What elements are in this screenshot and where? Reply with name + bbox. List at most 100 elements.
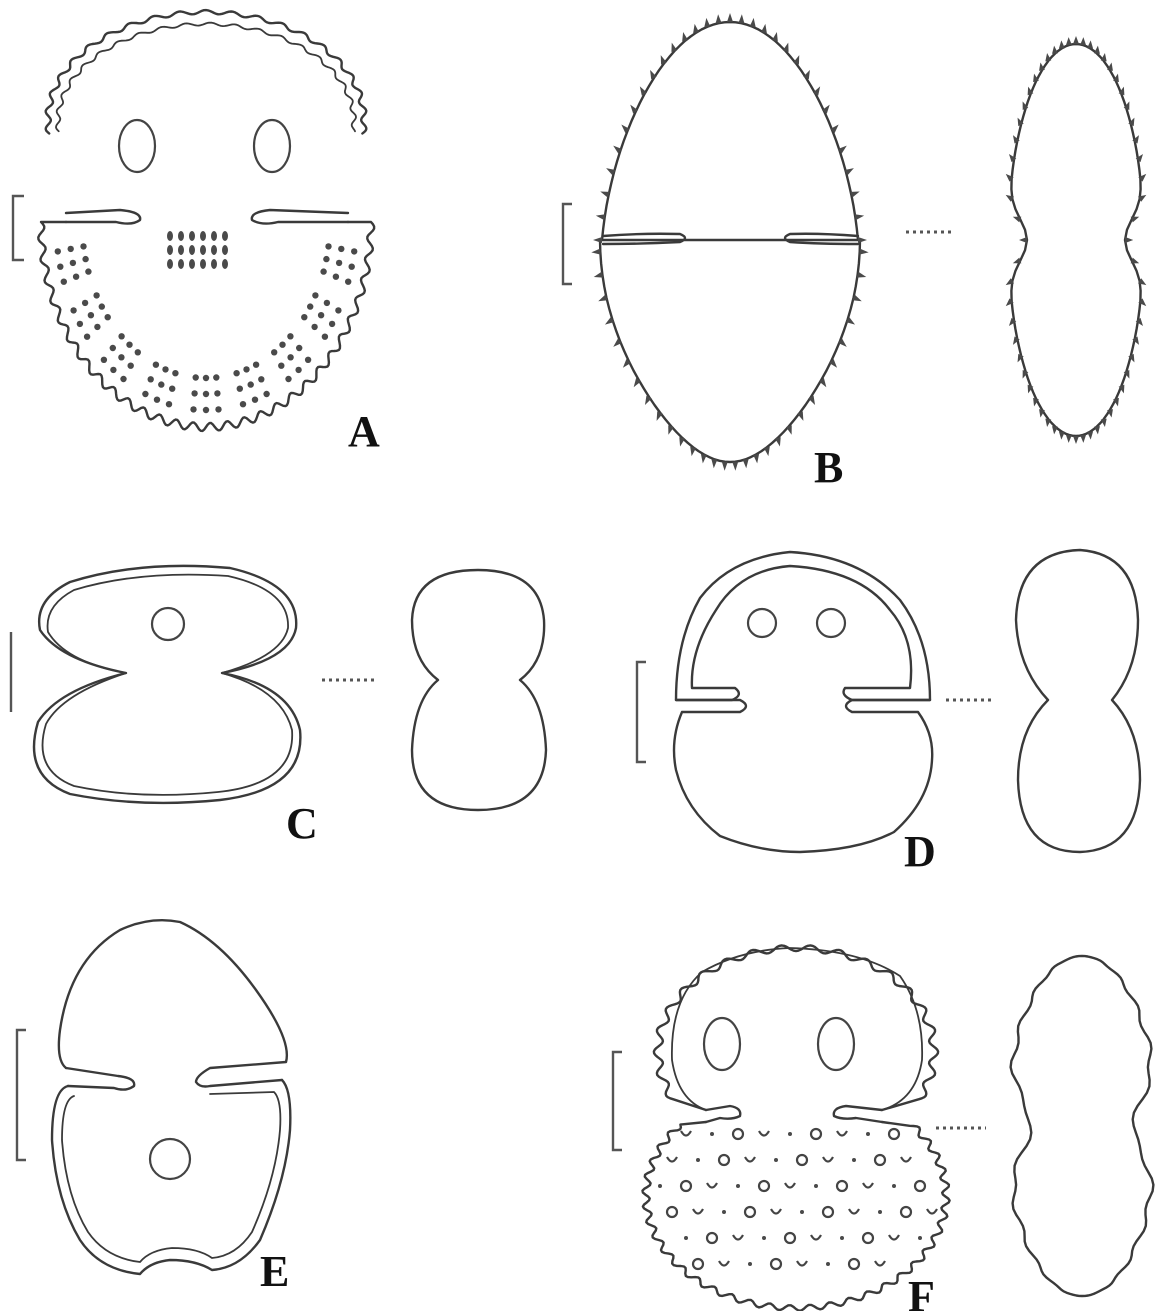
panel-a-label: A	[348, 407, 380, 456]
granule	[167, 231, 173, 241]
panel-d: D	[637, 550, 1140, 876]
granule	[55, 248, 61, 254]
granule	[349, 264, 355, 270]
ring-granule	[707, 1233, 717, 1243]
crescent-granule	[771, 1209, 781, 1214]
dot-granule	[684, 1236, 688, 1240]
granule	[248, 381, 254, 387]
granule	[153, 362, 159, 368]
spine	[682, 32, 688, 41]
granule	[311, 324, 317, 330]
spine	[1019, 237, 1027, 243]
spine	[858, 237, 867, 243]
panel-e-lower-inner	[62, 1092, 280, 1262]
ring-granule	[889, 1129, 899, 1139]
granule	[222, 245, 228, 255]
panel-a-pyrenoid-right	[254, 120, 290, 172]
granule	[193, 374, 199, 380]
spine	[1073, 436, 1079, 444]
spine	[732, 462, 738, 471]
spine	[1066, 37, 1072, 45]
granule	[118, 354, 124, 360]
crescent-granule	[759, 1131, 769, 1136]
granule	[336, 260, 342, 266]
dot-granule	[892, 1184, 896, 1188]
granule	[105, 314, 111, 320]
spine	[704, 18, 710, 27]
granule	[167, 245, 173, 255]
granule	[88, 312, 94, 318]
spine	[591, 249, 600, 255]
spine	[1059, 40, 1065, 48]
granule	[211, 245, 217, 255]
spine	[1073, 36, 1079, 44]
granule	[178, 231, 184, 241]
spine	[750, 18, 756, 27]
panel-e-sinus-left	[66, 1068, 134, 1090]
granule	[142, 391, 148, 397]
panel-f-label: F	[908, 1272, 935, 1311]
panel-e-scale-bar	[17, 1030, 26, 1160]
spine	[690, 447, 696, 456]
granule	[312, 292, 318, 298]
granule	[296, 345, 302, 351]
panel-b-label: B	[814, 443, 843, 492]
panel-a-marginal-granules	[55, 243, 358, 413]
granule	[172, 370, 178, 376]
spine	[593, 237, 602, 243]
granule	[162, 366, 168, 372]
spine	[1080, 435, 1086, 443]
panel-f-sinus-right	[834, 1106, 882, 1122]
granule	[94, 324, 100, 330]
granule	[118, 333, 124, 339]
dot-granule	[826, 1262, 830, 1266]
granule	[203, 407, 209, 413]
panel-b-side-view	[1011, 44, 1140, 436]
granule	[126, 342, 132, 348]
granule	[167, 259, 173, 269]
ring-granule	[719, 1155, 729, 1165]
ring-granule	[759, 1181, 769, 1191]
dot-granule	[748, 1262, 752, 1266]
granule	[200, 245, 206, 255]
ring-granule	[901, 1207, 911, 1217]
crescent-granule	[875, 1261, 885, 1266]
spine	[711, 459, 717, 468]
ring-granule	[745, 1207, 755, 1217]
granule	[287, 354, 293, 360]
granule	[70, 307, 76, 313]
panel-b-front-view	[600, 22, 860, 462]
spine	[1052, 46, 1058, 54]
granule	[110, 367, 116, 373]
granule	[191, 390, 197, 396]
dot-granule	[762, 1236, 766, 1240]
dot-granule	[800, 1210, 804, 1214]
ring-granule	[915, 1181, 925, 1191]
panel-a-scale-bar	[13, 196, 24, 260]
granule	[82, 300, 88, 306]
granule	[287, 333, 293, 339]
spine	[1052, 426, 1058, 434]
ring-granule	[785, 1233, 795, 1243]
granule	[211, 259, 217, 269]
granule	[323, 256, 329, 262]
granule	[203, 391, 209, 397]
panel-b: B	[563, 13, 1146, 492]
panel-e-lower-outer	[52, 1080, 290, 1274]
crescent-granule	[707, 1183, 717, 1188]
spine	[761, 24, 767, 33]
granule	[271, 349, 277, 355]
spine	[753, 454, 759, 463]
ring-granule	[771, 1259, 781, 1269]
panel-c: C	[11, 566, 546, 848]
dot-granule	[814, 1184, 818, 1188]
crescent-granule	[693, 1209, 703, 1214]
spine	[679, 437, 685, 446]
panel-f: F	[613, 945, 1153, 1311]
spine	[743, 459, 749, 468]
granule	[200, 259, 206, 269]
spine	[764, 447, 770, 456]
granule	[73, 274, 79, 280]
granule	[329, 321, 335, 327]
